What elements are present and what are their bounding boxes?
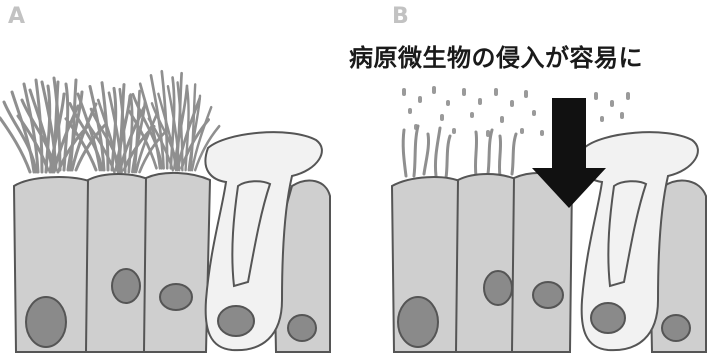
panel-b-nucleus-4: [591, 303, 625, 333]
panel-a-ciliated-cell-3: [144, 173, 210, 352]
panel-b-cilia: [403, 126, 516, 178]
panel-a-epithelium: [0, 71, 330, 352]
panel-b-nucleus-3: [533, 282, 563, 308]
panel-b-epithelium: [392, 86, 706, 352]
panel-b-nucleus-1: [398, 297, 438, 347]
panel-a-cilia: [0, 71, 219, 172]
panel-b-nucleus-5: [662, 315, 690, 341]
panel-b-nucleus-2: [484, 271, 512, 305]
panel-a-nucleus-4: [218, 306, 254, 336]
panel-b-pathogens: [402, 86, 630, 137]
panel-a-nucleus-2: [112, 269, 140, 303]
panel-a-ciliated-cell-2: [86, 174, 150, 352]
panel-a-nucleus-3: [160, 284, 192, 310]
panel-a-nucleus-5: [288, 315, 316, 341]
panel-a-nucleus-1: [26, 297, 66, 347]
panel-b-ciliated-cell-2: [456, 174, 518, 352]
